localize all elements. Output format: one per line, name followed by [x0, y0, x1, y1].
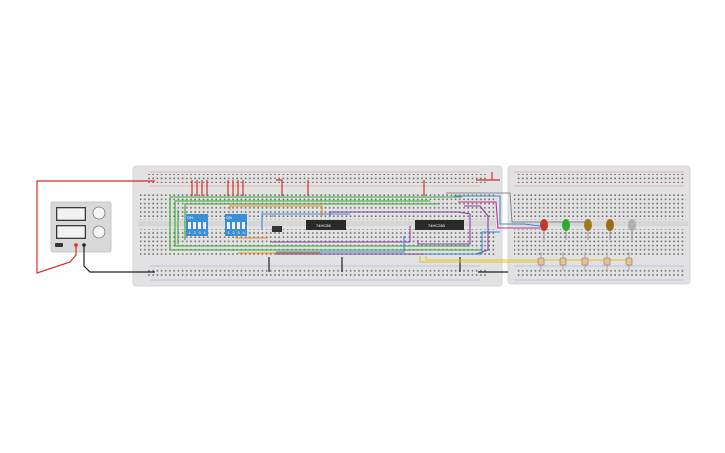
dip-switch-1-pos-2: 2 — [194, 230, 197, 235]
red-jumpers[interactable] — [191, 172, 500, 196]
dip-switch-2-pos-3: 3 — [238, 230, 241, 235]
dip-switch-1-label: ON — [187, 215, 193, 220]
dip-switch-1-toggle-1[interactable] — [188, 222, 191, 229]
power-switch[interactable] — [55, 243, 63, 247]
led-center-channel — [512, 221, 688, 226]
resistor-1[interactable] — [537, 252, 545, 270]
dip-switch-2[interactable]: ON 1 2 3 4 — [225, 214, 247, 236]
resistor-5[interactable] — [625, 252, 633, 270]
led-array[interactable] — [540, 219, 636, 240]
led-bottom-terminal-strip[interactable] — [514, 229, 686, 256]
dip-switch-1-toggle-4[interactable] — [203, 222, 206, 229]
resistors[interactable] — [537, 252, 633, 270]
current-display-screen — [56, 225, 86, 239]
green-wires[interactable] — [169, 196, 480, 251]
magenta-wires[interactable] — [458, 201, 540, 229]
led-top-power-rail[interactable] — [516, 174, 684, 183]
supply-negative-wire[interactable] — [83, 245, 155, 273]
dip-switch-1-toggle-2[interactable] — [193, 222, 196, 229]
led-4[interactable] — [606, 219, 614, 240]
led-bottom-power-rail[interactable] — [516, 268, 684, 277]
chip-74hc283[interactable]: 74HC283 — [415, 220, 464, 230]
led-5[interactable] — [628, 219, 636, 240]
gray-wires[interactable] — [272, 192, 586, 223]
led-1[interactable] — [540, 219, 548, 240]
resistor-2[interactable] — [559, 252, 567, 270]
led-3[interactable] — [584, 219, 592, 240]
dip-switch-2-pos-2: 2 — [233, 230, 236, 235]
chip-74hc283-label: 74HC283 — [428, 223, 446, 228]
supply-positive-wire[interactable] — [36, 180, 155, 274]
chip-74hc86-label: 74HC86 — [316, 223, 331, 228]
voltage-knob[interactable] — [92, 206, 106, 220]
led-2[interactable] — [562, 219, 570, 240]
dip-switch-2-pos-4: 4 — [243, 230, 246, 235]
resistor-4[interactable] — [603, 252, 611, 270]
dip-switch-1-pos-4: 4 — [204, 230, 207, 235]
led-top-terminal-strip[interactable] — [514, 193, 686, 220]
dip-switch-2-toggle-2[interactable] — [232, 222, 235, 229]
current-knob[interactable] — [92, 225, 106, 239]
led-breadboard[interactable] — [507, 165, 691, 285]
top-power-rail[interactable] — [148, 174, 488, 183]
dip-switch-1-toggle-3[interactable] — [198, 222, 201, 229]
blue-wires[interactable] — [261, 195, 541, 255]
resistor-3[interactable] — [581, 252, 589, 270]
bottom-power-rail[interactable] — [148, 268, 488, 277]
orange-wires[interactable] — [229, 205, 323, 254]
power-supply[interactable] — [50, 201, 112, 253]
dip-switch-2-pos-1: 1 — [228, 230, 231, 235]
chip-74hc86[interactable]: 74HC86 — [306, 220, 346, 230]
dip-switch-2-toggle-3[interactable] — [237, 222, 240, 229]
dip-switch-2-toggle-4[interactable] — [242, 222, 245, 229]
small-component[interactable] — [272, 226, 282, 232]
dip-switch-1-pos-3: 3 — [199, 230, 202, 235]
dip-switch-1-pos-1: 1 — [189, 230, 192, 235]
voltage-display-screen — [56, 207, 86, 221]
dip-switch-2-toggle-1[interactable] — [227, 222, 230, 229]
dip-switch-1[interactable]: ON 1 2 3 4 — [186, 214, 208, 236]
dip-switch-2-label: ON — [226, 215, 232, 220]
